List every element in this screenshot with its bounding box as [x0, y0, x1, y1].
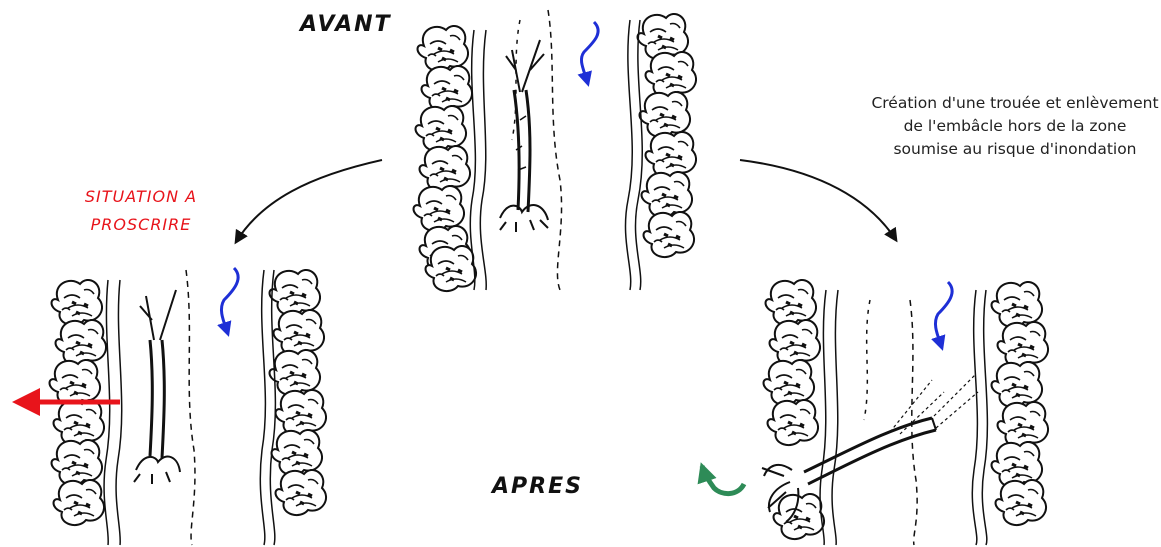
river-banks: [820, 290, 987, 545]
flow-arrow: [935, 282, 952, 348]
left-bank-vegetation: [414, 26, 477, 291]
green-removal-arrow: [702, 466, 744, 494]
right-bank-vegetation: [992, 282, 1049, 525]
arrow-to-recommended: [740, 160, 896, 240]
flow-arrow: [221, 268, 238, 334]
flow-arrow: [581, 22, 598, 84]
left-bank-vegetation: [764, 280, 825, 539]
scene-proscribed: [12, 268, 326, 545]
label-action-note: Création d'une trouée et enlèvement de l…: [870, 92, 1160, 161]
river-banks: [470, 10, 642, 290]
arrow-to-proscribed: [236, 160, 382, 242]
label-proscribed: SITUATION A PROSCRIRE: [66, 183, 216, 239]
fallen-tree-trunk: [134, 290, 180, 484]
scene-before: [414, 10, 697, 291]
label-after: APRES: [492, 474, 583, 499]
right-bank-vegetation: [270, 270, 327, 515]
right-bank-vegetation: [638, 14, 697, 257]
scene-recommended: [702, 280, 1048, 545]
river-banks: [104, 270, 275, 545]
fallen-tree-trunk: [500, 40, 548, 232]
label-before: AVANT: [300, 12, 392, 37]
